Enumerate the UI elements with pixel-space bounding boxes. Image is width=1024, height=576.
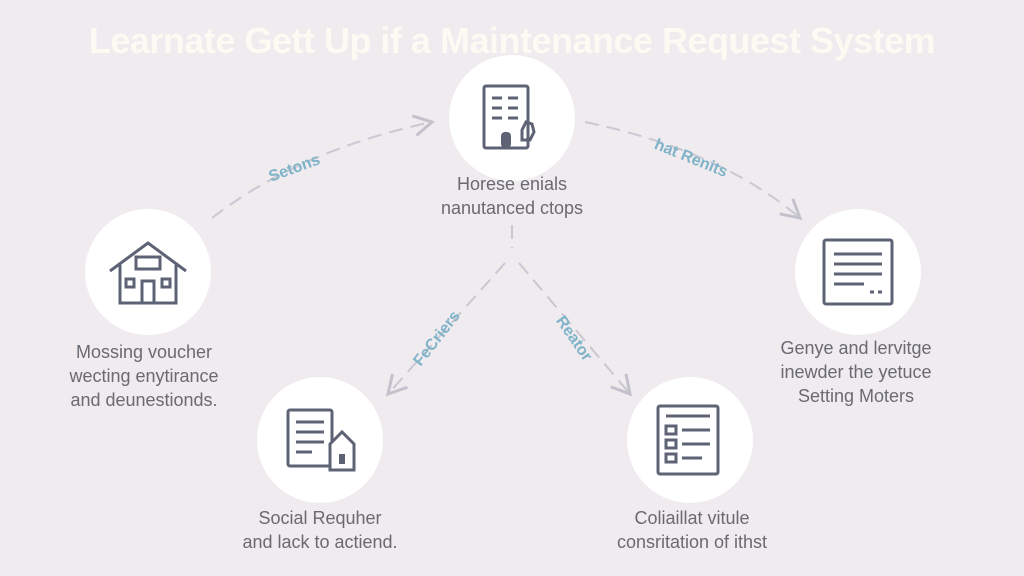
diagram-title: Learnate Gett Up if a Maintenance Reques…	[88, 20, 936, 61]
label-line: consritation of ithst	[616, 532, 768, 552]
node-right-label: Genye and lervitge inewder the yetuce Se…	[736, 336, 976, 408]
label-line: Horese enials	[456, 174, 568, 194]
label-line: Setting Moters	[797, 386, 915, 406]
node-bottom-left	[257, 377, 383, 503]
label-line: wecting enytirance	[69, 366, 219, 386]
house-icon	[109, 241, 187, 305]
edge-center-to-right	[584, 121, 803, 220]
checklist-icon	[656, 404, 720, 476]
node-bottom-right	[627, 377, 753, 503]
label-line: nanutanced ctops	[440, 198, 584, 218]
document-lines-icon	[822, 238, 894, 306]
edge-center-to-bottom-left	[385, 262, 506, 397]
edge-center-to-bottom-right	[518, 262, 632, 397]
label-line: and deunestionds.	[70, 390, 218, 410]
label-line: Genye and lervitge	[780, 338, 932, 358]
node-left	[85, 209, 211, 335]
node-center	[449, 55, 575, 181]
label-line: Mossing voucher	[75, 342, 213, 362]
node-center-label: Horese enials nanutanced ctops	[392, 172, 632, 220]
edge-left-to-center	[211, 114, 436, 219]
node-bottom-left-label: Social Requher and lack to actiend.	[200, 506, 440, 554]
node-bottom-right-label: Coliaillat vitule consritation of ithst	[572, 506, 812, 554]
building-document-icon	[482, 84, 536, 150]
label-line: and lack to actiend.	[242, 532, 398, 552]
label-line: Social Requher	[258, 508, 382, 528]
node-right	[795, 209, 921, 335]
node-left-label: Mossing voucher wecting enytirance and d…	[24, 340, 264, 412]
label-line: Coliaillat vitule	[634, 508, 750, 528]
label-line: inewder the yetuce	[780, 362, 932, 382]
document-house-icon	[286, 408, 356, 472]
